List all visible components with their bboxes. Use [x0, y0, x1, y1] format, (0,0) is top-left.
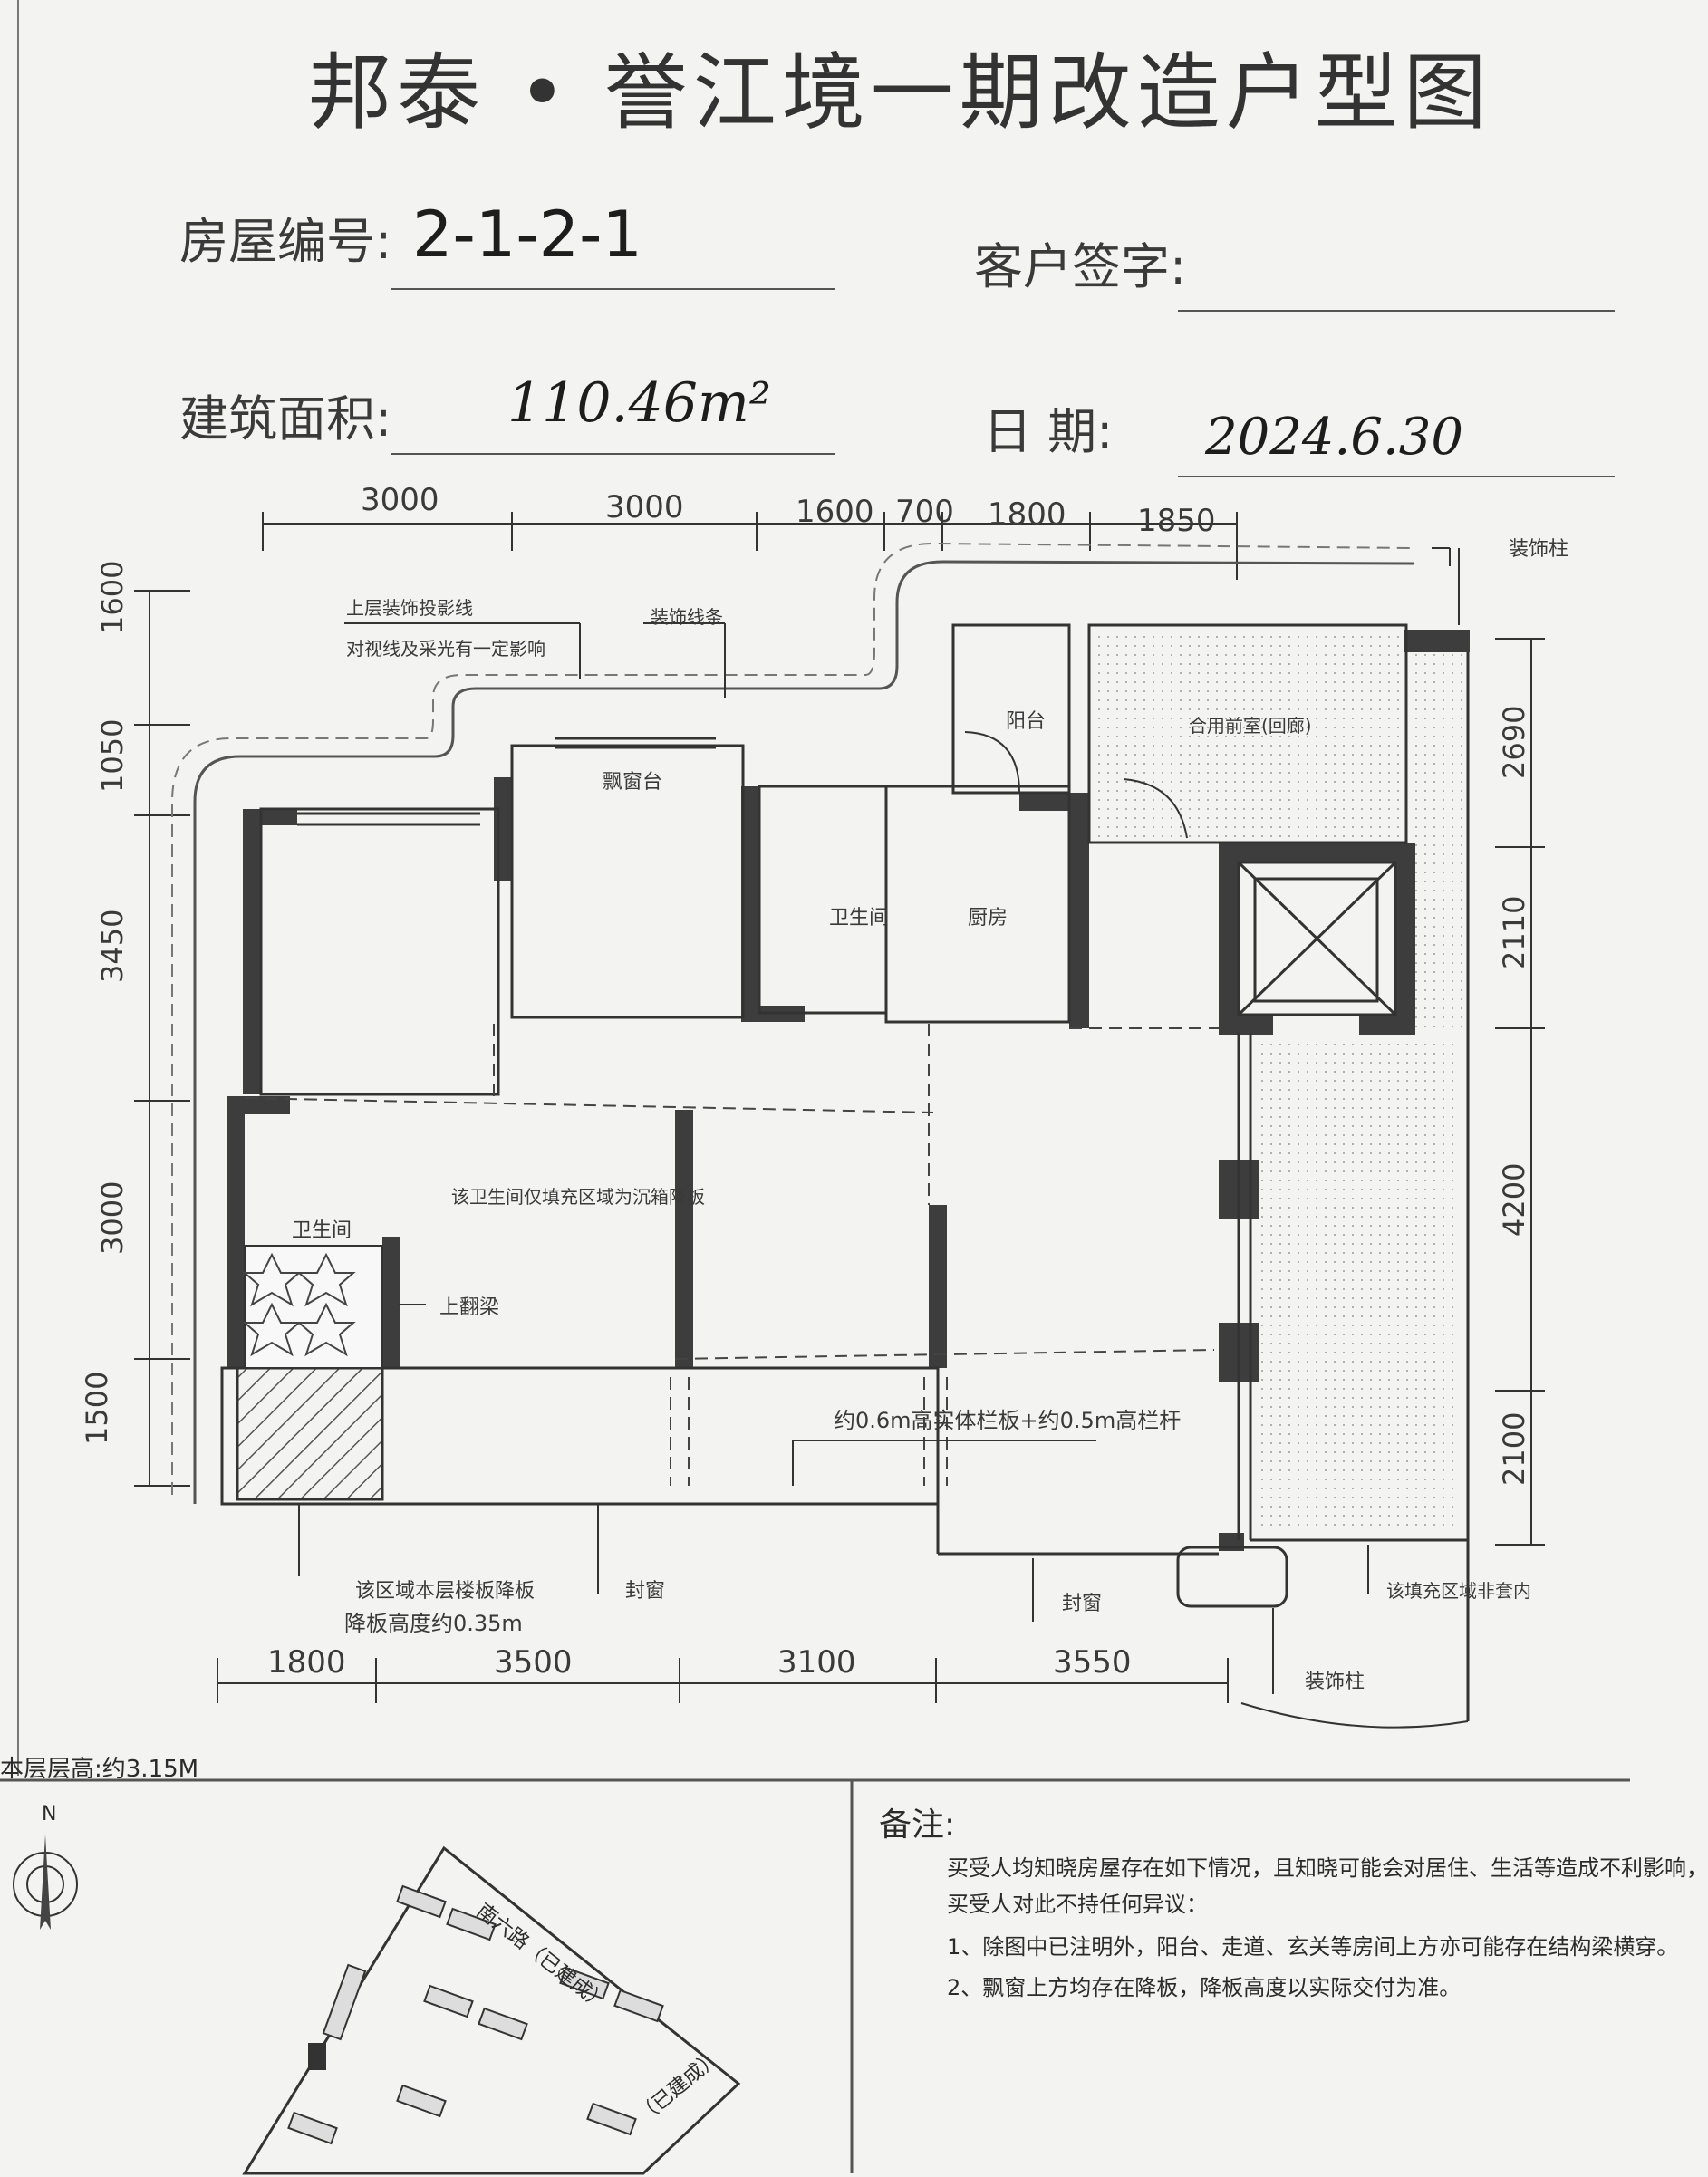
area-value: 110.46m² [507, 371, 771, 435]
note-line-4: 2、飘窗上方均存在降板，降板高度以实际交付为准。 [947, 1975, 1462, 2000]
seal-window-2-label: 封窗 [1062, 1593, 1103, 1615]
house-no-underline [391, 288, 835, 290]
top-dim-5: 1800 [988, 496, 1066, 533]
north-arrow-icon [13, 1835, 78, 1930]
left-dim-4: 3000 [95, 1180, 130, 1255]
left-dim-3: 3450 [95, 909, 130, 983]
right-dim-1: 2690 [1497, 705, 1531, 779]
house-no-label: 房屋编号: [179, 213, 392, 270]
bathroom-top-label: 卫生间 [829, 907, 890, 930]
lowered-height-label: 降板高度约0.35m [344, 1611, 523, 1636]
decor-column-top-label: 装饰柱 [1509, 538, 1569, 561]
seal-window-1-label: 封窗 [625, 1580, 666, 1603]
site-plan: 南六路（已建成） （已建成） [217, 1839, 761, 2175]
balcony-label: 阳台 [1006, 710, 1047, 733]
right-dim-4: 2100 [1497, 1411, 1531, 1486]
upper-shadow-note: 对视线及采光有一定影响 [346, 638, 545, 660]
bathroom-left-label: 卫生间 [292, 1219, 352, 1242]
beam-label: 上翻梁 [439, 1296, 500, 1319]
right-dim-3: 4200 [1497, 1162, 1531, 1237]
bottom-dim-1: 1800 [267, 1644, 346, 1681]
top-dim-4: 700 [895, 494, 954, 530]
upper-shadow-label: 上层装饰投影线 [346, 597, 473, 619]
right-dim-2: 2110 [1497, 895, 1531, 969]
bathroom-note-label: 该卫生间仅填充区域为沉箱降板 [451, 1186, 705, 1208]
notes-title: 备注: [879, 1806, 956, 1844]
floor-height-note: 本层层高:约3.15M [0, 1756, 199, 1783]
note-line-3: 1、除图中已注明外，阳台、走道、玄关等房间上方亦可能存在结构梁横穿。 [947, 1934, 1679, 1960]
customer-sign-underline [1178, 310, 1615, 312]
house-no-value: 2-1-2-1 [412, 197, 642, 272]
date-underline [1178, 476, 1615, 477]
date-label: 日 期: [983, 403, 1114, 460]
top-dim-1: 3000 [361, 482, 439, 518]
left-dim-5: 1500 [80, 1371, 114, 1445]
top-dim-2: 3000 [605, 489, 684, 525]
top-dim-6: 1850 [1137, 503, 1216, 539]
left-dim-1: 1600 [95, 560, 130, 634]
top-dim-3: 1600 [796, 494, 874, 530]
kitchen-label: 厨房 [968, 907, 1008, 930]
note-line-1: 买受人均知晓房屋存在如下情况，且知晓可能会对居住、生活等造成不利影响， [947, 1855, 1708, 1881]
bay-window-label: 飘窗台 [603, 771, 663, 794]
area-label: 建筑面积: [179, 390, 392, 448]
bottom-dim-4: 3550 [1053, 1644, 1132, 1681]
site-plan-drawing [242, 1845, 741, 2175]
compass: N [0, 1803, 82, 1966]
decor-column-bottom-label: 装饰柱 [1305, 1671, 1365, 1693]
document-title: 邦泰 • 誉江境一期改造户型图 [308, 44, 1492, 141]
floor-plan-drawing [0, 0, 1630, 2173]
left-dim-2: 1050 [95, 718, 130, 793]
compass-label: N [42, 1803, 57, 1825]
note-line-2: 买受人对此不持任何异议： [947, 1892, 1208, 1917]
non-inner-area-label: 该填充区域非套内 [1386, 1580, 1531, 1602]
bottom-dim-3: 3100 [777, 1644, 856, 1681]
lowered-area-label: 该区域本层楼板降板 [355, 1580, 536, 1603]
railing-note-label: 约0.6m高实体栏板+约0.5m高栏杆 [834, 1408, 1182, 1433]
area-underline [391, 453, 835, 455]
date-value: 2024.6.30 [1205, 408, 1464, 467]
customer-sign-label: 客户签字: [974, 238, 1187, 295]
bottom-dim-2: 3500 [494, 1644, 573, 1681]
decor-line-label: 装饰线条 [651, 606, 723, 628]
shared-corridor-label: 合用前室(回廊) [1189, 715, 1312, 737]
